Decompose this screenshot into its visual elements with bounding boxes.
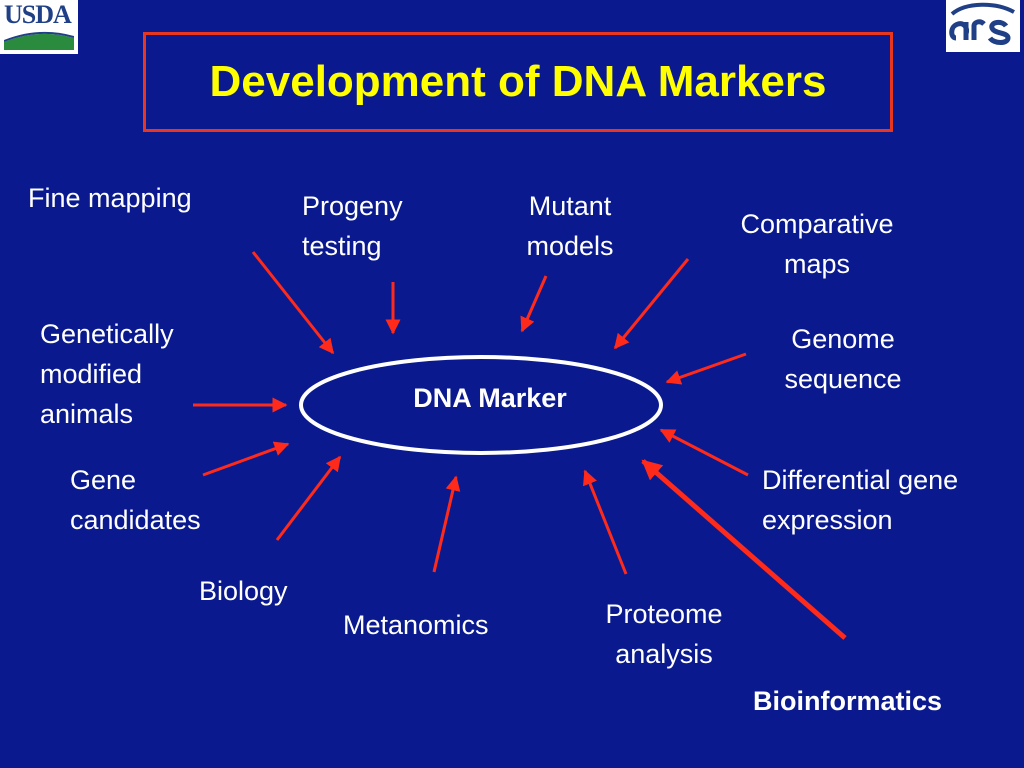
label-line: Fine mapping — [28, 183, 192, 213]
label-line: Progeny — [302, 191, 403, 221]
title-box: Development of DNA Markers — [143, 32, 893, 132]
label-proteome-analysis: Proteome analysis — [580, 594, 748, 674]
label-line: Metanomics — [343, 610, 489, 640]
label-line: candidates — [70, 505, 201, 535]
label-mutant-models: Mutant models — [505, 186, 635, 266]
label-gene-candidates: Gene candidates — [70, 460, 201, 540]
label-line: testing — [302, 231, 382, 261]
label-genetically-modified-animals: Genetically modified animals — [40, 314, 174, 434]
label-line: Differential gene — [762, 465, 959, 495]
dna-marker-ellipse — [299, 355, 663, 455]
label-line: maps — [783, 249, 851, 279]
label-line: Mutant — [528, 191, 612, 221]
usda-logo-icon: USDA — [0, 0, 78, 54]
arrow-bioinformatics — [641, 459, 847, 640]
label-line: modified — [40, 359, 143, 389]
arrow-metanomics — [432, 475, 461, 573]
dna-marker-label: DNA Marker — [413, 383, 567, 413]
arrow-genome-sequence — [665, 352, 747, 385]
ars-logo-icon — [946, 0, 1020, 52]
label-progeny-testing: Progeny testing — [302, 186, 403, 266]
label-line: Biology — [199, 576, 288, 606]
arrow-biology — [275, 455, 342, 541]
label-comparative-maps: Comparative maps — [712, 204, 922, 284]
label-metanomics: Metanomics — [343, 605, 489, 645]
arrow-differential-gene-expression — [659, 428, 749, 477]
label-line: Gene — [70, 465, 137, 495]
arrow-comparative-maps — [613, 258, 690, 350]
label-bioinformatics: Bioinformatics — [753, 681, 942, 721]
label-line: Genetically — [40, 319, 174, 349]
label-line: sequence — [784, 364, 902, 394]
label-line: Proteome — [605, 599, 723, 629]
label-line: animals — [40, 399, 134, 429]
label-differential-gene-expression: Differential gene expression — [762, 460, 958, 540]
label-line: models — [526, 231, 614, 261]
label-line: Genome — [791, 324, 895, 354]
label-fine-mapping: Fine mapping — [28, 178, 192, 218]
usda-logo-text: USDA — [4, 0, 72, 29]
arrow-proteome-analysis — [583, 469, 628, 575]
arrow-gene-candidates — [202, 441, 290, 477]
page-title: Development of DNA Markers — [209, 57, 827, 106]
label-line: expression — [762, 505, 893, 535]
label-genome-sequence: Genome sequence — [760, 319, 926, 399]
label-line: Comparative — [740, 209, 894, 239]
label-line: analysis — [615, 639, 713, 669]
usda-hill-icon — [4, 31, 74, 50]
arrow-mutant-models — [520, 275, 548, 333]
label-line: Bioinformatics — [753, 686, 943, 716]
arrow-fine-mapping — [251, 251, 335, 355]
label-biology: Biology — [199, 571, 288, 611]
ars-logo-mark — [949, 2, 1015, 45]
